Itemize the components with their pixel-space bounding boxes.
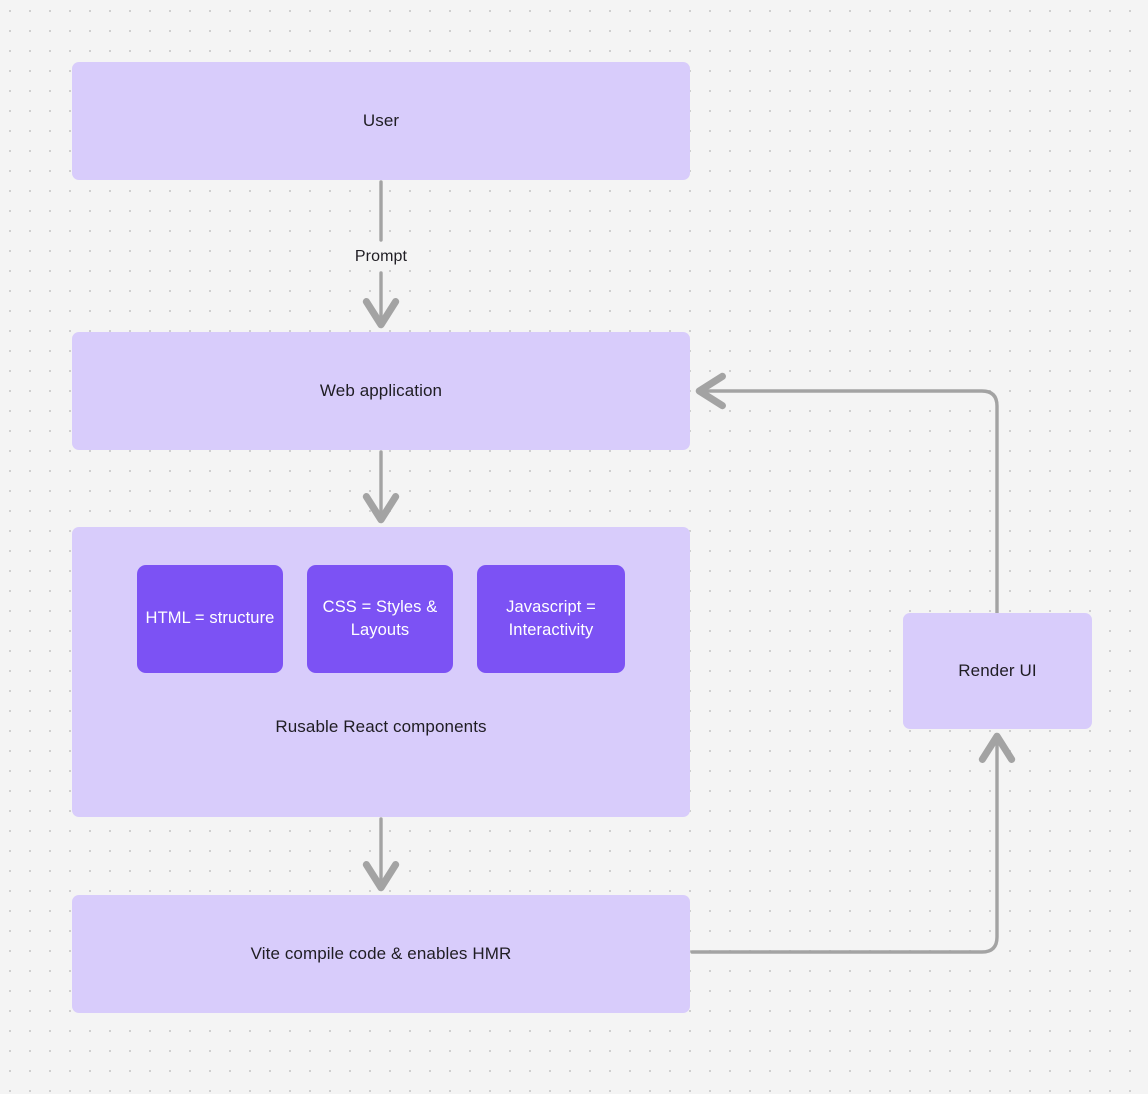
edge-vite-to-render-ui: [690, 732, 1016, 954]
node-user[interactable]: User: [72, 62, 690, 180]
node-render-ui-label: Render UI: [958, 660, 1037, 680]
edge-label-prompt-text: Prompt: [354, 247, 408, 265]
subnode-css[interactable]: CSS = Styles & Layouts: [307, 565, 453, 673]
subnode-javascript[interactable]: Javascript = Interactivity: [477, 565, 625, 673]
edge-render-ui-to-webapp: [695, 372, 999, 615]
subnode-javascript-label: Javascript = Interactivity: [506, 597, 596, 639]
node-user-label: User: [362, 110, 400, 130]
node-vite[interactable]: Vite compile code & enables HMR: [72, 895, 690, 1013]
node-web-application[interactable]: Web application: [72, 332, 690, 450]
components-group-caption: Rusable React components: [275, 717, 487, 736]
node-components-group[interactable]: HTML = structure CSS = Styles & Layouts …: [72, 527, 690, 817]
node-render-ui[interactable]: Render UI: [903, 613, 1092, 729]
node-vite-label: Vite compile code & enables HMR: [250, 943, 512, 963]
node-web-application-label: Web application: [319, 380, 443, 400]
subnode-css-label: CSS = Styles & Layouts: [322, 597, 438, 639]
subnode-html-label: HTML = structure: [145, 609, 275, 628]
subnode-html[interactable]: HTML = structure: [137, 565, 283, 673]
edge-label-prompt: Prompt: [340, 244, 422, 269]
